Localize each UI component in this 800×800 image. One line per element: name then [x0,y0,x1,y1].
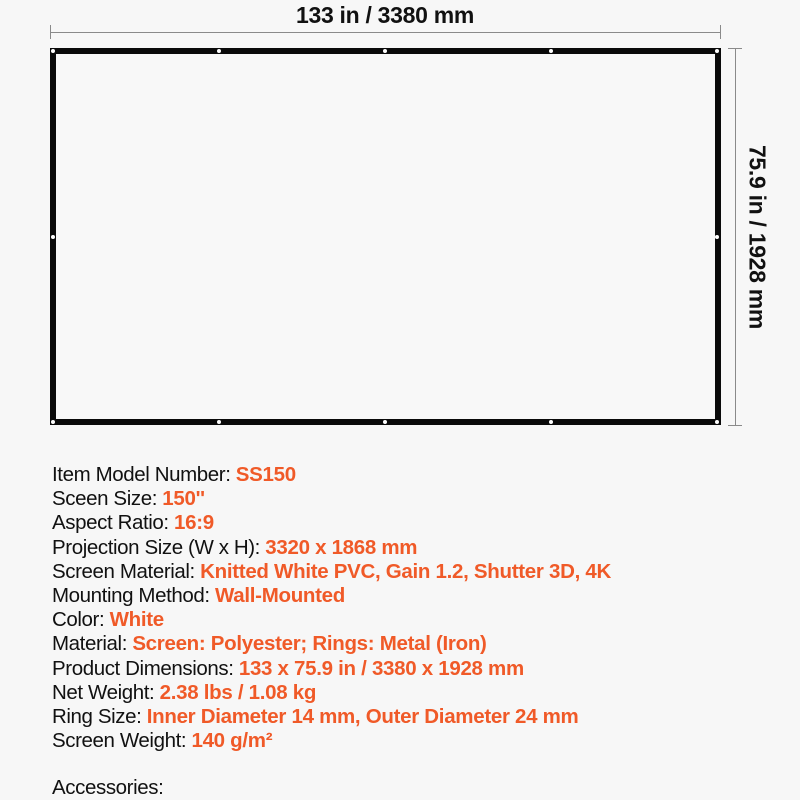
grommet-icon [715,49,719,53]
width-dimension-tick-left [50,25,51,39]
grommet-icon [549,420,553,424]
spec-row-net-weight: Net Weight: 2.38 lbs / 1.08 kg [52,680,317,704]
grommet-icon [383,49,387,53]
spec-row-screen-size: Sceen Size: 150'' [52,487,205,511]
height-dimension-label: 75.9 in / 1928 mm [744,144,771,330]
spec-row-mounting-method: Mounting Method: Wall-Mounted [52,584,346,608]
grommet-icon [715,235,719,239]
grommet-icon [549,49,553,53]
width-dimension-label: 133 in / 3380 mm [295,2,475,28]
grommet-icon [715,420,719,424]
spec-row-product-dimensions: Product Dimensions: 133 x 75.9 in / 3380… [52,656,524,680]
spec-row-ring-size: Ring Size: Inner Diameter 14 mm, Outer D… [52,705,579,729]
height-dimension-tick-bottom [728,425,742,426]
grommet-icon [51,49,55,53]
spec-row-aspect-ratio: Aspect Ratio: 16:9 [52,511,214,535]
spec-row-material: Material: Screen: Polyester; Rings: Meta… [52,632,487,656]
spec-row-color: Color: White [52,608,164,632]
grommet-icon [51,235,55,239]
grommet-icon [217,420,221,424]
spec-row-screen-weight: Screen Weight: 140 g/m² [52,729,273,753]
width-dimension-line [50,32,721,33]
spec-row-screen-material: Screen Material: Knitted White PVC, Gain… [52,559,611,583]
height-dimension-line [735,48,736,425]
projector-screen-illustration [50,48,721,425]
grommet-icon [51,420,55,424]
grommet-icon [383,420,387,424]
specifications-list: Item Model Number: SS150 Sceen Size: 150… [52,463,611,753]
spec-row-projection-size: Projection Size (W x H): 3320 x 1868 mm [52,535,418,559]
grommet-icon [217,49,221,53]
width-dimension-tick-right [720,25,721,39]
spec-row-model: Item Model Number: SS150 [52,463,296,486]
height-dimension-tick-top [728,48,742,49]
accessories-heading: Accessories: [52,776,164,799]
